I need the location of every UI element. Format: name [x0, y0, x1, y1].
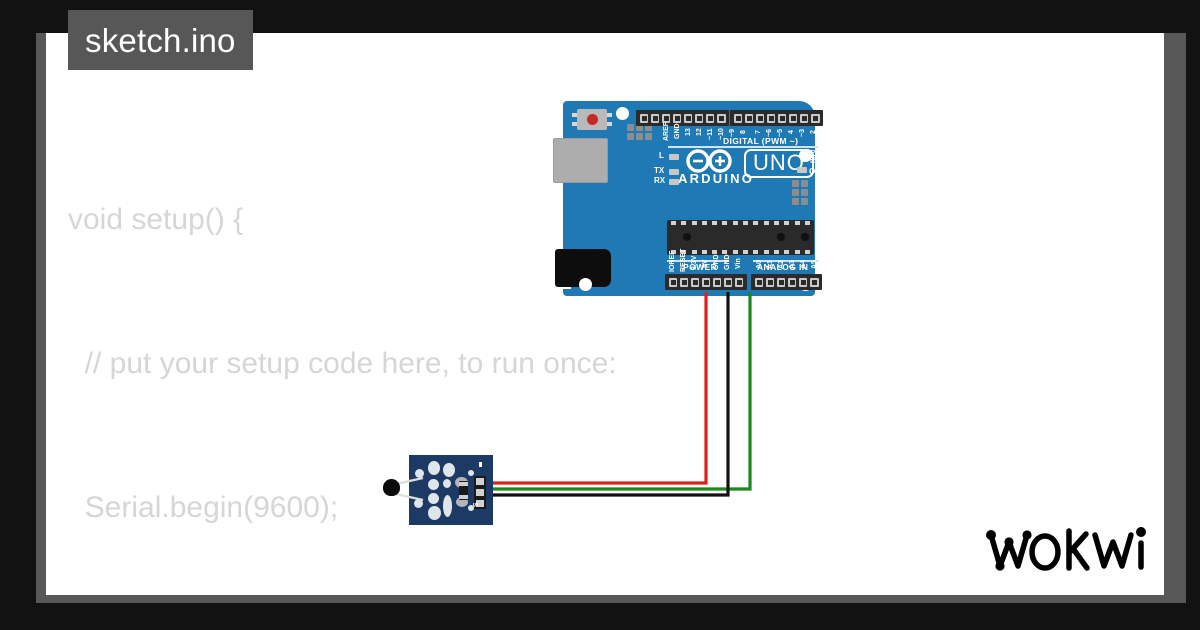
pin-label-a2: A2	[778, 260, 785, 269]
sensor-pad	[468, 470, 474, 476]
led-label-rx: RX	[654, 176, 666, 185]
pin-label-8: 8	[740, 130, 747, 134]
pin-label-a5: A5	[811, 260, 818, 269]
sensor-pad	[428, 493, 439, 504]
sensor-signal-label: S	[473, 502, 480, 507]
usb-connector[interactable]	[553, 138, 608, 183]
sensor-resistor	[459, 481, 468, 500]
reset-leg	[607, 113, 612, 117]
reset-button-cap[interactable]	[587, 114, 598, 125]
pin-label-gnd2: GND	[724, 254, 731, 270]
sensor-header[interactable]	[474, 476, 486, 509]
arduino-wordmark: ARDUINO	[678, 171, 755, 186]
led-label-tx: TX	[654, 166, 665, 175]
digital-header-label: DIGITAL (PWM ~)	[723, 136, 799, 146]
pin-label-a3: A3	[789, 260, 796, 269]
uno-wordmark: UNO	[744, 149, 814, 178]
sensor-pad	[428, 479, 439, 490]
mounting-hole	[616, 107, 629, 120]
led-label-l: L	[659, 151, 664, 160]
sensor-pad	[443, 479, 451, 488]
icsp-header[interactable]	[792, 180, 808, 205]
pin-label-gnd: GND	[674, 123, 681, 139]
icsp2-header[interactable]	[627, 124, 652, 140]
silk-divider-power	[667, 260, 729, 262]
pin-label-11: ~11	[707, 128, 714, 141]
pin-label-5v: 5V	[702, 259, 709, 268]
led-l	[669, 154, 679, 160]
sensor-pad	[415, 469, 424, 478]
sensor-pin-vcc[interactable]	[476, 478, 484, 485]
thermistor-bead	[383, 479, 400, 496]
pin-label-a0: A0	[756, 260, 763, 269]
pin-label-3v3: 3.3V	[691, 255, 698, 270]
pin-label-gnd1: GND	[713, 254, 720, 270]
sensor-pad	[443, 495, 452, 517]
digital-header-right[interactable]	[730, 110, 823, 126]
reset-leg	[607, 122, 612, 126]
reset-leg	[572, 122, 577, 126]
sensor-pin-gnd[interactable]	[476, 500, 484, 507]
sensor-pad	[428, 461, 440, 475]
pin-label-ioref: IOREF	[669, 250, 676, 272]
file-tab-label: sketch.ino	[85, 21, 236, 59]
pin-label-a4: A4	[800, 260, 807, 269]
code-line: // put your setup code here, to run once…	[68, 347, 617, 380]
usb-tab	[583, 145, 597, 151]
reset-leg	[572, 113, 577, 117]
sensor-pad	[443, 463, 455, 477]
digital-header-left[interactable]	[636, 110, 729, 126]
led-rx	[669, 179, 679, 185]
silk-divider-analog	[753, 260, 819, 262]
wokwi-logo	[985, 522, 1153, 581]
arduino-infinity-logo	[686, 149, 732, 173]
analog-header-label: ANALOG IN	[757, 262, 809, 272]
pin-label-12: 12	[696, 128, 703, 136]
led-tx	[669, 169, 679, 175]
sensor-polarity-mark	[479, 462, 482, 467]
wokwi-logo-mark	[986, 527, 1146, 571]
sensor-pad	[456, 497, 468, 507]
analog-header[interactable]	[751, 274, 822, 290]
pin-label-reset: RESET	[680, 248, 687, 272]
code-line: Serial.begin(9600);	[68, 491, 339, 524]
sensor-pad	[414, 499, 423, 508]
pin-label-vin: Vin	[735, 258, 742, 269]
sensor-pad	[468, 505, 474, 511]
led-on	[797, 167, 807, 173]
code-line: void setup() {	[68, 203, 244, 236]
pin-label-aref: AREF	[663, 121, 670, 141]
pin-label-2: 2	[810, 130, 817, 134]
pin-label-3: ~3	[799, 129, 806, 137]
power-header-label: POWER	[683, 262, 718, 272]
silk-divider	[668, 146, 818, 148]
pin-label-a1: A1	[767, 260, 774, 269]
ntc-sensor-module[interactable]: S	[383, 455, 493, 525]
sensor-pin-signal[interactable]	[476, 489, 484, 496]
microcontroller-chip	[667, 220, 814, 255]
led-label-on: ON	[809, 167, 821, 176]
pin-label-4: 4	[788, 130, 795, 134]
power-header[interactable]	[665, 274, 747, 290]
sensor-pad	[428, 506, 441, 520]
pin-label-7: 7	[755, 130, 762, 134]
mounting-hole	[579, 278, 592, 291]
file-tab-sketch-ino[interactable]: sketch.ino	[68, 10, 253, 70]
pin-label-13: 13	[685, 128, 692, 136]
arduino-uno-board[interactable]: AREF GND 13 12 ~11 ~10 ~9 8 7 ~6 ~5 4 ~3…	[553, 101, 823, 296]
